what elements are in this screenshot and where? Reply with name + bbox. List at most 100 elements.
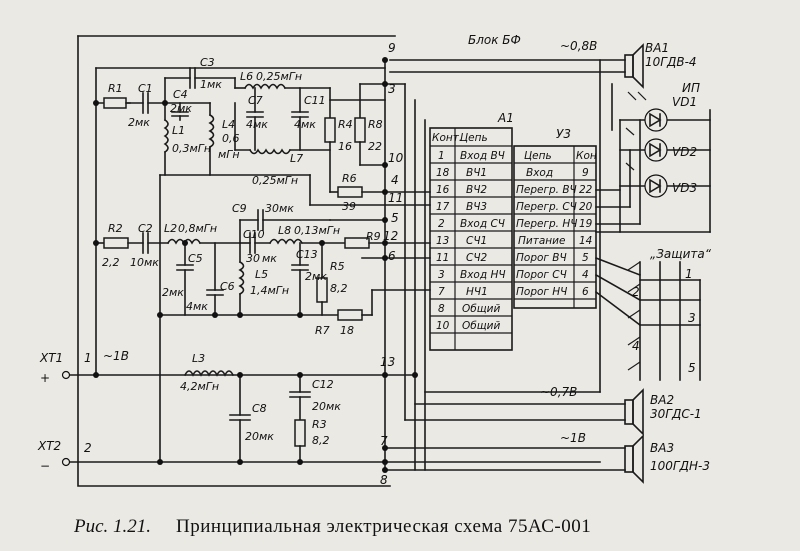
l4-label: L4	[222, 118, 235, 131]
vd3-label: VD3	[672, 181, 697, 195]
r7-value: 18	[340, 324, 354, 337]
c10-value: 30	[246, 252, 260, 265]
voltage-label: ~0,8В	[560, 39, 597, 53]
a1-pin: 10	[436, 320, 450, 332]
switch-pin: 2	[632, 285, 640, 299]
node-number: 12	[383, 229, 398, 243]
u3-pin: 14	[579, 235, 592, 247]
resistor-r1	[103, 97, 127, 109]
node-number: 5	[391, 211, 399, 225]
a1-pin: 2	[438, 218, 445, 230]
r8-value: 22	[368, 140, 382, 153]
u3-circuit: Перегр. СЧ	[516, 201, 577, 213]
speakers	[624, 43, 644, 484]
l1-value: 0,3мГн	[172, 142, 211, 155]
c10-label: C10	[243, 228, 265, 241]
c8-value: 20мк	[245, 430, 274, 443]
node-number: 8	[380, 473, 388, 487]
inductor-l8	[268, 238, 304, 245]
minus-label: −	[40, 459, 50, 473]
c1-label: C1	[138, 82, 153, 95]
l4-unit: мГн	[218, 148, 240, 161]
a1-pin: 11	[436, 252, 449, 264]
inductor-l3	[183, 370, 235, 377]
vd2-label: VD2	[672, 145, 697, 159]
node-number: 3	[388, 82, 396, 96]
u3-circuit: Перегр. НЧ	[516, 218, 577, 230]
u3-pin: 4	[582, 269, 589, 281]
u3-circuit: Порог ВЧ	[516, 252, 567, 264]
figure-caption: Принципиальная электрическая схема 75АС-…	[176, 516, 591, 537]
c9-value: 30мк	[265, 202, 294, 215]
inductor-l1	[163, 118, 169, 154]
c3-label: C3	[200, 56, 215, 69]
plus-label: +	[40, 371, 50, 385]
frame-wires	[65, 35, 711, 487]
c4-value: 2мк	[170, 102, 192, 115]
ba3-label: BA3	[650, 441, 674, 455]
speaker-ba2	[624, 399, 634, 425]
led-vd1	[644, 108, 668, 132]
xt1-label: XT1	[39, 351, 63, 365]
terminals	[61, 57, 418, 473]
inductor-l4	[208, 113, 215, 149]
l4-value: 0,6	[222, 132, 240, 145]
c9-label: C9	[232, 202, 247, 215]
resistor-r7	[337, 309, 363, 321]
u3-circuit: Порог СЧ	[516, 269, 567, 281]
l7-label: L7	[290, 152, 303, 165]
l6-value: 0,25мГн	[256, 70, 302, 83]
l5-value: 1,4мГн	[250, 284, 289, 297]
resistor-r2	[103, 237, 129, 249]
c5-value: 2мк	[162, 286, 184, 299]
r6-label: R6	[342, 172, 357, 185]
r5-value: 8,2	[330, 282, 348, 295]
voltage-label: ~1В	[103, 349, 129, 363]
vd1-label: VD1	[672, 95, 697, 109]
node-number: 6	[388, 249, 396, 263]
u3-pin: 22	[579, 184, 593, 196]
resistor-r6	[337, 186, 363, 198]
c10-unit: мк	[262, 252, 277, 265]
node-number: 7	[380, 434, 388, 448]
c11-value: 4мк	[294, 118, 316, 131]
r9-label: R9	[366, 230, 381, 243]
r1-label: R1	[108, 82, 123, 95]
r4-label: R4	[338, 118, 353, 131]
c6-label: C6	[220, 280, 235, 293]
inductor-l5	[238, 260, 245, 296]
c13-label: C13	[296, 248, 318, 261]
r5-label: R5	[330, 260, 345, 273]
u3-pin: 20	[579, 201, 593, 213]
c2-label: C2	[138, 222, 153, 235]
a1-pin: 18	[436, 167, 450, 179]
voltage-label: ~0,7В	[540, 385, 577, 399]
ba1-type-label: 10ГДВ-4	[645, 55, 697, 69]
l7-value: 0,25мГн	[252, 174, 298, 187]
c12-label: C12	[312, 378, 334, 391]
resistor-r8	[354, 117, 366, 143]
mf-filter	[95, 209, 431, 321]
inductor-l6	[243, 83, 287, 90]
switch-pin: 4	[632, 339, 640, 353]
r6-value: 39	[342, 200, 356, 213]
ba2-type-label: 30ГДС-1	[650, 407, 702, 421]
u3-pin: 5	[582, 252, 589, 264]
l6-label: L6	[240, 70, 253, 83]
block-bf-label: Блок БФ	[468, 33, 521, 47]
a1-title: А1	[497, 111, 514, 125]
a1-circuit: ВЧ3	[466, 201, 487, 213]
c7-label: C7	[248, 94, 263, 107]
l3-value: 4,2мГн	[180, 380, 219, 393]
a1-pin: 3	[438, 269, 445, 281]
a1-pin: 17	[436, 201, 450, 213]
l1-label: L1	[172, 124, 185, 137]
r2-label: R2	[108, 222, 123, 235]
protection-label: „Защита“	[650, 247, 712, 261]
u3-pin: 9	[582, 167, 589, 179]
c3-value: 1мк	[200, 78, 222, 91]
switch-pin: 5	[688, 361, 696, 375]
resistor-r4	[324, 117, 336, 143]
l8-value: 0,13мГн	[294, 224, 340, 237]
